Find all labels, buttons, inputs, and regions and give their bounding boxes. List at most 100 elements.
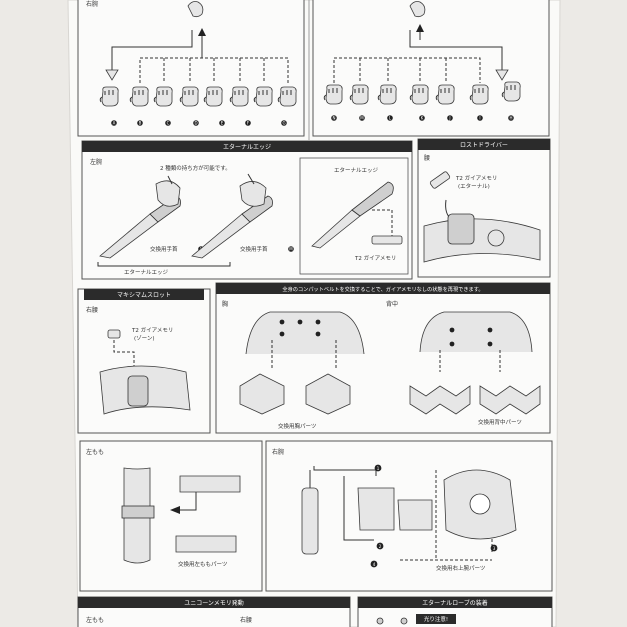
chest-part-right	[305, 373, 351, 415]
chest-part-left	[239, 373, 285, 415]
knife-1-hand-label: 交換用手首	[150, 245, 178, 253]
lost-driver-header-bar	[418, 139, 550, 150]
compact-belt-header: 全身のコンパットベルトを交換することで、ガイアメモリなしの状態を再現できます。	[282, 285, 483, 293]
letter-A: A	[113, 121, 116, 126]
lost-driver-memory-label-2: (エターナル)	[458, 182, 490, 190]
back-label: 背中	[386, 300, 398, 308]
letter-G: G	[282, 121, 285, 126]
letter-dot-A	[111, 120, 117, 126]
eternal-edge-header-bar	[82, 141, 412, 152]
letter-J: J	[448, 116, 450, 121]
back-part-left	[409, 385, 471, 415]
top-left-down-arrow-icon	[105, 69, 119, 81]
letter-dot-F	[245, 120, 251, 126]
weapon-label: エターナルエッジ	[124, 268, 169, 276]
top-left-path	[111, 30, 193, 70]
top-panel: 右腕 A B C D E	[77, 0, 550, 137]
eternal-edge-note: 2 種類の持ち方が可能です。	[160, 164, 231, 172]
letter-K: K	[421, 116, 424, 121]
top-left-dashes	[139, 57, 289, 83]
top-arm-label: 右腕	[86, 0, 98, 8]
maximum-slot-memory-art	[107, 329, 121, 339]
step-1-path	[313, 466, 377, 476]
right-arm-part-label: 右腕	[272, 448, 284, 456]
letter-B: B	[139, 121, 142, 126]
lost-driver-buckle	[447, 213, 475, 245]
letter-M: M	[360, 116, 364, 121]
letter-dot-G	[281, 120, 287, 126]
top-right-path	[409, 30, 503, 70]
maximum-slot-device	[127, 375, 149, 407]
right-arm-section: 右腕 交換用右上腕パーツ 1 2 3 4	[265, 440, 553, 592]
letter-dot-H	[508, 115, 514, 121]
step-4: 4	[373, 562, 376, 567]
unicorn-header: ユニコーンメモリ発動	[184, 599, 244, 607]
maximum-slot-dash	[113, 340, 135, 370]
letter-dot-E	[219, 120, 225, 126]
lost-driver-hip	[487, 229, 505, 247]
step-2: 2	[379, 544, 382, 549]
letter-E: E	[221, 121, 224, 126]
top-right-letter-marks: N M L K J I H	[331, 115, 514, 121]
letter-F: F	[247, 121, 250, 126]
step-3: 3	[493, 546, 496, 551]
thigh-part-label: 左もも	[86, 448, 104, 456]
eternal-edge-header: エターナルエッジ	[223, 143, 271, 151]
right-knife-handle	[351, 181, 394, 217]
back-part-label: 交換用背中パーツ	[478, 418, 522, 426]
thigh-arrow-icon	[170, 506, 180, 514]
lost-driver-part-label: 腰	[424, 155, 430, 162]
letter-dot-L	[387, 115, 393, 121]
upper-arm-part-2	[397, 499, 433, 531]
robe-pin-right	[400, 617, 408, 625]
back-part-right	[479, 385, 541, 415]
thigh-band	[121, 505, 155, 519]
knife-1-hand	[155, 180, 181, 207]
knife-2-handle	[241, 195, 273, 223]
step-3-dot	[490, 544, 498, 552]
top-right-up-arrow-icon	[416, 24, 424, 32]
top-right-dashes	[333, 57, 481, 83]
lost-driver-memory-art	[429, 171, 451, 189]
caution-badge	[416, 614, 456, 624]
unicorn-section: ユニコーンメモリ発動 左もも 右腰	[77, 596, 351, 627]
letter-L: L	[389, 116, 392, 121]
right-memory-label: T2 ガイアメモリ	[354, 254, 396, 262]
knife-1-pointer	[167, 175, 173, 185]
letter-N: N	[333, 116, 336, 121]
back-bolts	[449, 327, 493, 347]
step-2-dot	[376, 542, 384, 550]
letter-dot-N	[331, 115, 337, 121]
maximum-slot-memory-label-1: T2 ガイアメモリ	[131, 326, 173, 334]
thigh-arrow-line	[176, 492, 197, 511]
top-right-wrist-art	[409, 1, 426, 18]
thigh-section: 左もも 交換用左ももパーツ	[79, 440, 263, 592]
thigh-box	[79, 440, 263, 592]
right-arm-part-name: 交換用右上腕パーツ	[436, 564, 485, 572]
compact-belt-header-bar	[216, 283, 550, 294]
caution-text: 光り注意!	[424, 615, 448, 623]
letter-dot-M	[359, 115, 365, 121]
eternal-edge-section: エターナルエッジ 左腕 2 種類の持ち方が可能です。 交換用手首 L 交換用手首…	[81, 140, 413, 280]
right-knife-dash	[372, 209, 393, 236]
compact-belt-section: 全身のコンパットベルトを交換することで、ガイアメモリなしの状態を再現できます。 …	[215, 282, 551, 434]
lost-driver-header: ロストドライバー	[460, 142, 508, 149]
knife-2-hand-label: 交換用手首	[240, 245, 268, 253]
lost-driver-memory-label-1: T2 ガイアメモリ	[455, 174, 497, 182]
knife-2-badge-dot	[288, 246, 294, 252]
step-4-dot	[370, 560, 378, 568]
maximum-slot-memory-label-2: (ゾーン)	[134, 335, 155, 342]
back-torso	[419, 311, 533, 353]
top-left-wrist-art	[187, 1, 204, 18]
eternal-edge-inner-box	[299, 157, 409, 275]
letter-I: I	[479, 116, 480, 121]
right-weapon-label: エターナルエッジ	[334, 166, 379, 174]
step-markers: 1 2 3 4	[370, 464, 498, 568]
knife-2-pointer	[247, 173, 255, 185]
unicorn-right-label: 右腰	[240, 616, 252, 624]
maximum-slot-header: マキシマムスロット	[117, 292, 171, 299]
step-1-dot	[374, 464, 382, 472]
upper-arm-part-1	[357, 487, 395, 531]
